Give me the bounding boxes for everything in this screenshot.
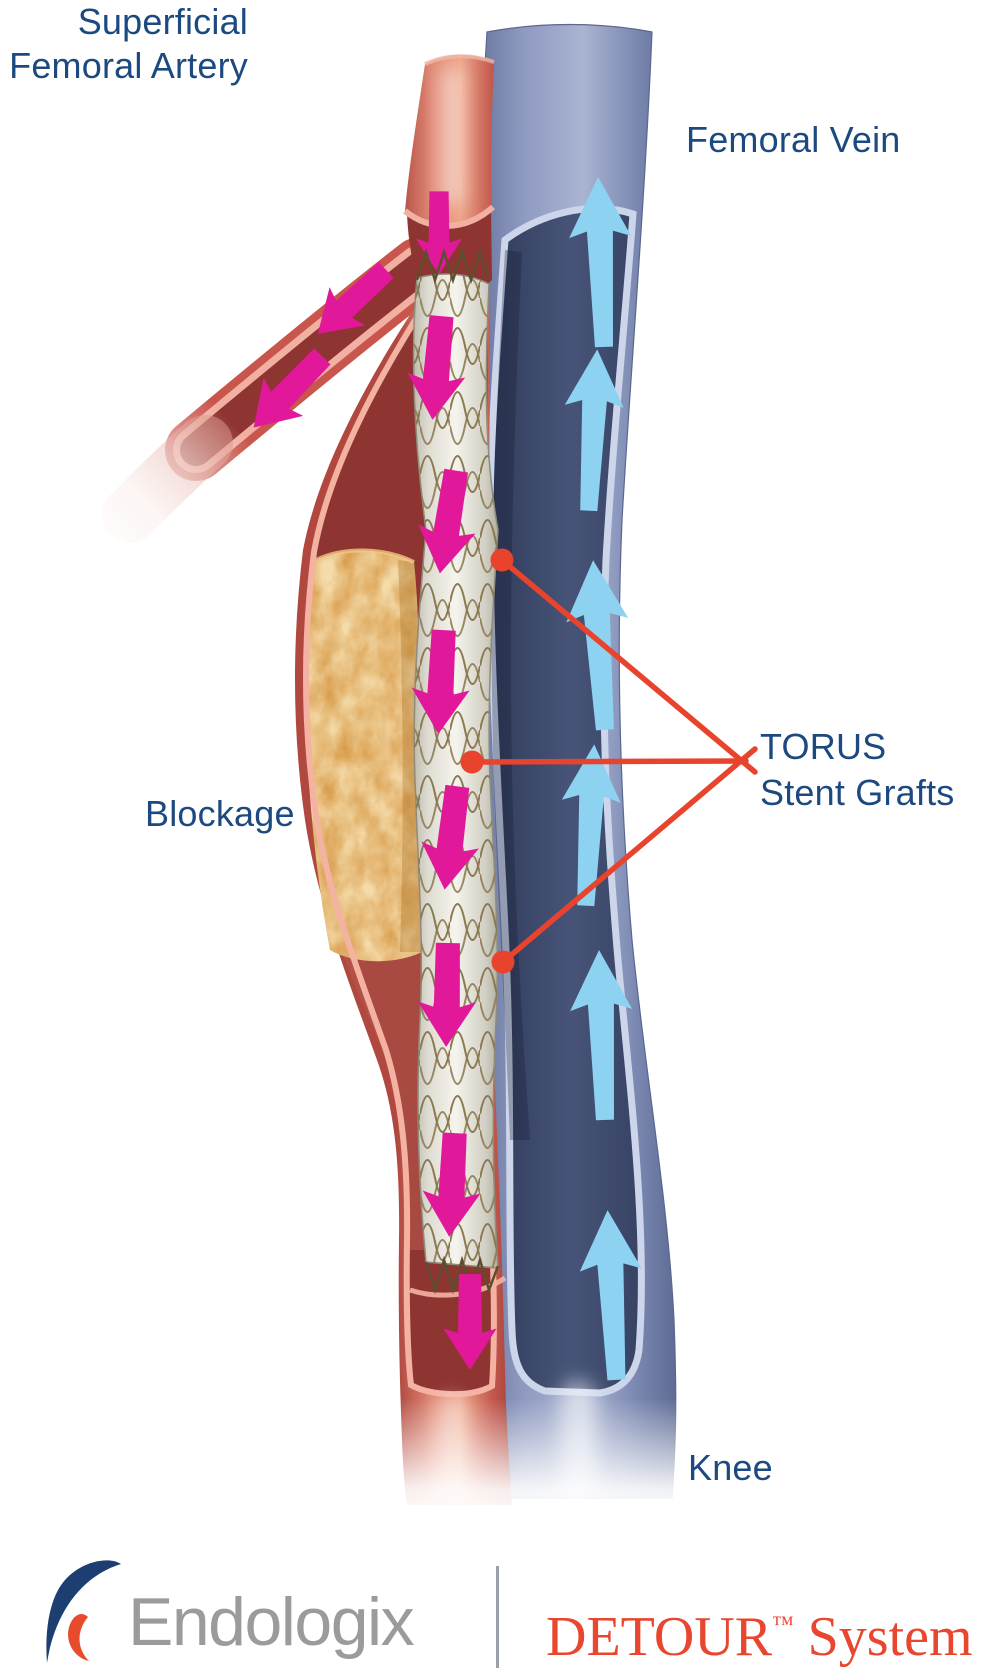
swoosh-crescent-orange xyxy=(68,1614,89,1661)
callout-dot xyxy=(490,548,514,572)
artery-top-cap-rim xyxy=(424,54,495,66)
plaque-top-rim xyxy=(315,548,415,564)
sfa-label-line1: Superficial xyxy=(77,1,248,42)
torus-label-line1: TORUS xyxy=(760,726,887,767)
torus-label-line2: Stent Grafts xyxy=(760,772,955,813)
knee-label: Knee xyxy=(688,1447,773,1488)
stent-wire-mesh xyxy=(413,274,498,1269)
femoral-vein-label: Femoral Vein xyxy=(686,119,901,160)
vein-lumen-shadow xyxy=(491,250,530,1140)
product-suffix: System xyxy=(807,1606,973,1668)
branch-fade xyxy=(50,400,280,610)
product-suffix-space xyxy=(794,1606,808,1668)
blockage-label: Blockage xyxy=(145,793,295,834)
callout-line xyxy=(499,557,758,775)
callout-line xyxy=(469,758,749,765)
stent-top-crown xyxy=(415,247,491,285)
product-name: DETOUR xyxy=(546,1606,773,1668)
endologix-brand-text: Endologix xyxy=(128,1584,415,1660)
bottom-fade xyxy=(360,1395,710,1535)
blockage-plaque xyxy=(306,550,428,962)
artery-cut-rim xyxy=(302,304,497,1398)
detour-system-product-text: DETOUR™ System xyxy=(546,1592,973,1668)
superficial-femoral-artery-label: Superficial Femoral Artery xyxy=(0,0,248,88)
callout-line xyxy=(500,746,758,965)
edge-fades xyxy=(50,400,710,1535)
endologix-swoosh-icon xyxy=(46,1560,121,1663)
footer-divider xyxy=(496,1566,499,1668)
torus-stent-graft xyxy=(412,247,500,1295)
swoosh-blue xyxy=(46,1560,121,1663)
stent-bottom-crown xyxy=(424,1255,500,1295)
trademark-symbol: ™ xyxy=(772,1611,794,1636)
torus-stent-grafts-label: TORUS Stent Grafts xyxy=(760,724,954,816)
artery-sheen-top xyxy=(440,66,464,206)
callout-dot xyxy=(491,950,515,974)
stent-callout xyxy=(460,548,758,974)
callout-dot xyxy=(460,750,484,774)
sfa-label-line2: Femoral Artery xyxy=(9,45,248,86)
